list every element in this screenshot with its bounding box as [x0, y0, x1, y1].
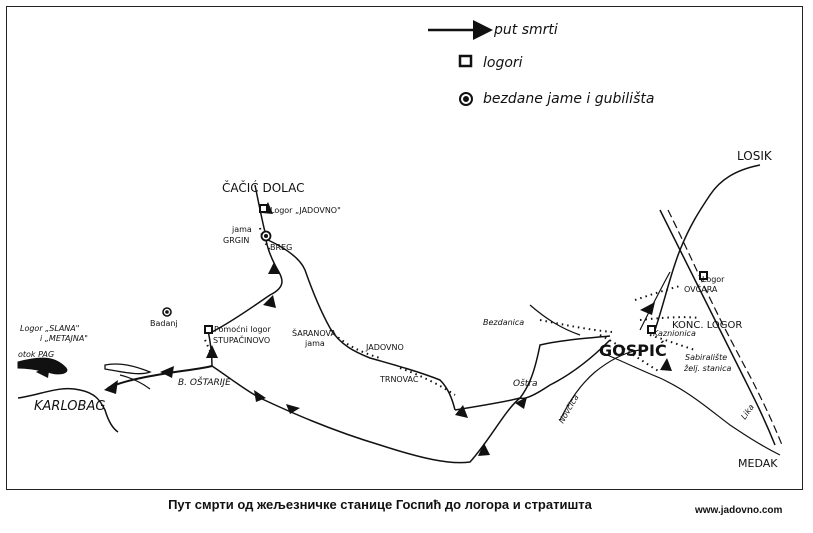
label-sabiraliste: Sabiralište: [685, 352, 727, 362]
label-breg: BREG: [270, 243, 292, 252]
arrow: [268, 262, 280, 274]
route-ostarije-east: [211, 365, 521, 464]
route-grgin-breg: [267, 239, 456, 411]
label-konc-logor: KONC. LOGOR: [672, 320, 742, 331]
label-cacic-dolac: ČAČIĆ DOLAC: [222, 180, 305, 195]
map-caption: Пут смрти од жељезничке станице Госпић д…: [168, 497, 592, 512]
legend-camp-icon: [458, 54, 473, 68]
pit-markers: [162, 230, 272, 317]
camp-stupacinovo-icon: [204, 325, 213, 334]
label-grgin: GRGIN: [223, 236, 249, 245]
label-jadovno: JADOVNO: [365, 343, 404, 352]
arrow: [640, 302, 655, 315]
island-2: [104, 363, 152, 375]
arrow: [160, 366, 174, 378]
route-karlobag-ostarije: [107, 365, 213, 389]
river-lika: [599, 351, 781, 456]
label-gospic: GOSPIĆ: [599, 341, 667, 360]
label-pomocni-logor: Pomoćni logor: [214, 324, 271, 334]
label-novcica: Novčica: [556, 393, 580, 425]
legend-route-label: put smrti: [493, 22, 558, 38]
label-losik: LOSIK: [737, 149, 773, 163]
railway-line-2: [667, 209, 783, 446]
legend-camp-label: logori: [483, 55, 523, 71]
road-to-losik: [654, 164, 761, 331]
label-otok-pag: otok PAG: [18, 350, 54, 359]
label-ovcara: OVČARA: [684, 283, 718, 294]
label-bezdanica: Bezdanica: [483, 318, 524, 327]
camp-markers: [204, 204, 708, 334]
map-frame: [6, 6, 803, 490]
label-kaznionica: Kaznionica: [653, 329, 696, 338]
label-metajna: i „METAJNA": [40, 334, 88, 343]
legend: put smrti logori bezdane jame i gubilišt…: [428, 20, 654, 107]
label-zelj-stanica: želj. stanica: [683, 364, 732, 373]
river-branch: [529, 304, 581, 336]
label-medak: MEDAK: [738, 457, 778, 470]
route-trnovac-gospic: [454, 335, 611, 411]
arrow: [206, 345, 218, 358]
dotted-tracks: [204, 227, 701, 396]
coastline: [17, 387, 119, 433]
label-lika: Lika: [739, 403, 756, 422]
website-credit: www.jadovno.com: [695, 505, 783, 516]
camp-jadovno-icon: [259, 204, 268, 213]
label-logor-jadovno: Logor „JADOVNO": [270, 206, 341, 215]
arrow: [478, 443, 490, 456]
arrow: [515, 397, 527, 409]
label-b-ostarije: B. OŠTARIJE: [178, 376, 231, 388]
island-3: [119, 374, 151, 390]
label-logor-slana: Logor „SLANA": [20, 324, 79, 333]
arrow: [263, 295, 276, 308]
place-labels: LOSIK ČAČIĆ DOLAC Logor „JADOVNO" jama G…: [18, 149, 778, 470]
railway-line: [659, 209, 776, 446]
label-stupacinovo: STUPAČINOVO: [213, 334, 270, 345]
river-novcica: [559, 349, 641, 421]
camp-ovcara-icon: [699, 271, 708, 280]
island-pag: [17, 357, 68, 375]
legend-pit-label: bezdane jame i gubilišta: [483, 91, 654, 107]
label-karlobag: KARLOBAG: [34, 399, 105, 414]
label-trnovac: TRNOVAC: [379, 375, 419, 384]
label-ostra: Oštra: [513, 378, 538, 389]
route-arrows: [36, 202, 672, 456]
label-badanj: Badanj: [150, 319, 178, 328]
camp-kaznionica-icon: [647, 325, 656, 334]
arrow: [455, 405, 468, 418]
label-saranova-jama: jama: [304, 339, 325, 348]
label-jama: jama: [231, 225, 252, 234]
arrow: [254, 390, 266, 402]
arrow: [660, 358, 672, 371]
arrow: [36, 364, 50, 378]
arrow: [104, 380, 118, 394]
label-logor: Logor: [702, 275, 725, 284]
arrow: [286, 404, 300, 414]
road-ovcara: [639, 271, 671, 331]
label-saranova: ŠARANOVA: [292, 327, 337, 338]
